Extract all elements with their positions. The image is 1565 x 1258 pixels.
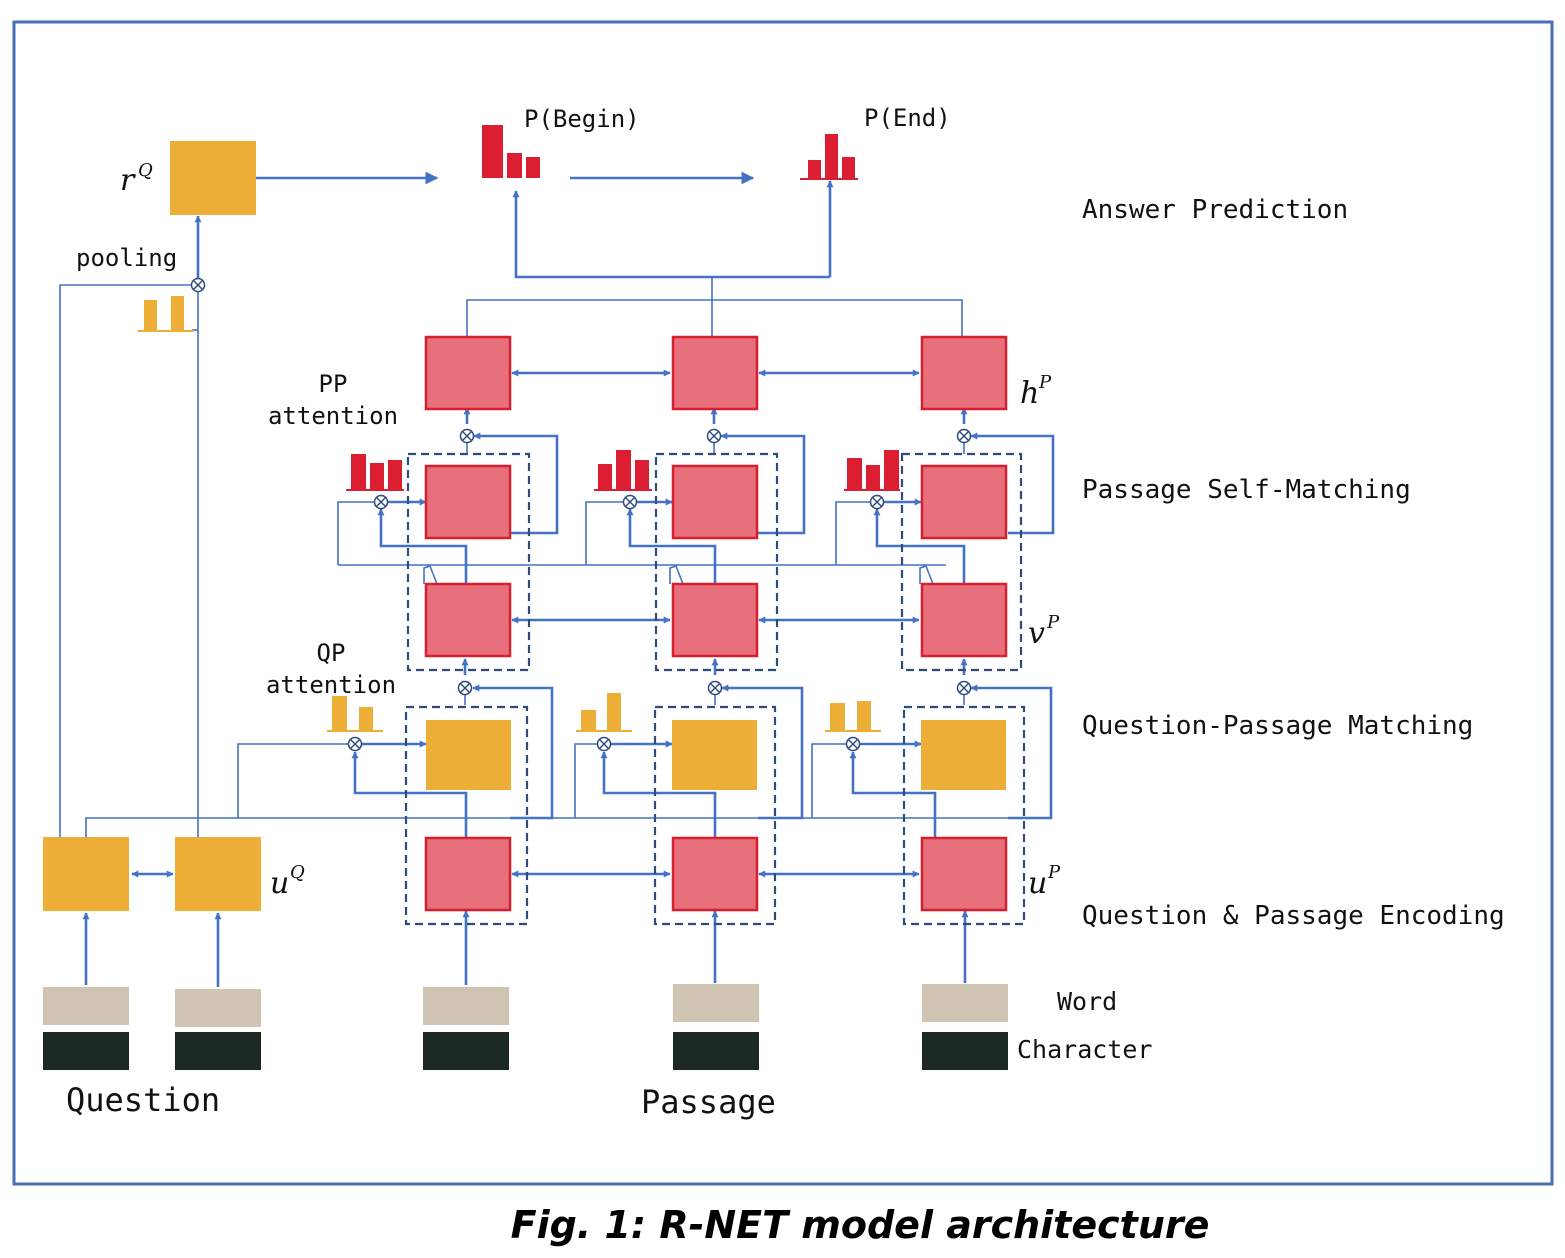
question-char-embedding-2 — [175, 1032, 261, 1070]
svg-text:r: r — [120, 163, 136, 198]
figure-caption: Fig. 1: R-NET model architecture — [511, 1203, 1210, 1247]
multiply-icon — [373, 494, 389, 510]
qp-attention-cell-3 — [921, 720, 1006, 790]
passage-char-embedding-1 — [423, 1032, 509, 1070]
pp-attention-label-line1: PP — [319, 370, 348, 398]
passage-word-embedding-3 — [922, 984, 1008, 1022]
passage-encoding-cell-2 — [671, 836, 759, 912]
qp-attention-bars-icon-1 — [327, 696, 383, 732]
word-embedding-label: Word — [1057, 987, 1117, 1016]
svg-text:P: P — [1046, 612, 1060, 633]
multiply-icon — [347, 736, 363, 752]
multiply-icon — [622, 494, 638, 510]
p-begin-label: P(Begin) — [524, 105, 640, 133]
pooling-attention-bars-icon — [138, 296, 194, 332]
uq-math-label: u Q — [270, 862, 305, 901]
multiply-icon — [459, 428, 475, 444]
attention-wiring — [59, 277, 1040, 838]
qp-attention-bars-icon-2 — [576, 693, 632, 732]
multiply-icon — [845, 736, 861, 752]
hp-math-label: h P — [1020, 372, 1052, 411]
svg-text:Q: Q — [290, 862, 305, 883]
p-end-label: P(End) — [864, 104, 951, 132]
qp-matching-cell-3 — [920, 582, 1008, 658]
p-end-distribution-icon — [800, 134, 858, 180]
question-encoding-cell-1 — [43, 837, 129, 911]
p-begin-distribution-icon — [482, 125, 540, 178]
qp-attention-label-line2: attention — [266, 671, 396, 699]
pp-attention-cell-2 — [671, 464, 759, 540]
vp-math-label: v P — [1028, 612, 1060, 651]
pp-attention-bars-icon-1 — [346, 454, 404, 491]
pooling-label: pooling — [76, 244, 177, 272]
question-encoding-cell-2 — [175, 837, 261, 911]
passage-word-embedding-1 — [423, 987, 509, 1025]
svg-text:h: h — [1020, 376, 1039, 411]
up-math-label: u P — [1028, 862, 1061, 901]
embedding-boxes — [43, 984, 1008, 1070]
question-pooling-cell-rq — [170, 141, 256, 215]
passage-encoding-cell-3 — [920, 836, 1008, 912]
rq-math-label: r Q — [120, 160, 153, 198]
svg-text:Q: Q — [138, 160, 153, 181]
multiply-icon — [190, 277, 206, 293]
flow-arrows — [82, 171, 1055, 987]
question-passage-encoding-label: Question & Passage Encoding — [1082, 901, 1505, 931]
self-matching-cell-2 — [671, 335, 759, 411]
pp-attention-bars-icon-3 — [844, 450, 900, 491]
pp-attention-cell-3 — [920, 464, 1008, 540]
passage-char-embedding-3 — [922, 1032, 1008, 1070]
multiply-icon — [707, 680, 723, 696]
qp-attention-cell-1 — [426, 720, 511, 790]
question-word-embedding-2 — [175, 989, 261, 1027]
question-passage-matching-label: Question-Passage Matching — [1082, 711, 1473, 741]
qp-attention-cell-2 — [672, 720, 757, 790]
svg-text:P: P — [1047, 862, 1061, 883]
pp-attention-bars-icon-2 — [594, 450, 652, 491]
svg-text:u: u — [1028, 866, 1047, 901]
passage-encoding-cells — [424, 836, 1008, 912]
question-passage-matching-cells — [424, 582, 1008, 658]
passage-word-embedding-2 — [673, 984, 759, 1022]
multiply-icon — [869, 494, 885, 510]
self-matching-cells — [424, 335, 1008, 411]
question-char-embedding-1 — [43, 1032, 129, 1070]
question-encoding-cells — [43, 141, 261, 911]
multiply-gate-icons — [190, 277, 972, 752]
qp-matching-cell-2 — [671, 582, 759, 658]
svg-text:P: P — [1038, 372, 1052, 393]
question-word-embedding-1 — [43, 987, 129, 1025]
qp-attention-cells — [426, 720, 1006, 790]
passage-encoding-cell-1 — [424, 836, 512, 912]
multiply-icon — [956, 680, 972, 696]
qp-attention-label-line1: QP — [317, 639, 346, 667]
qp-matching-cell-1 — [424, 582, 512, 658]
passage-self-matching-label: Passage Self-Matching — [1082, 475, 1411, 505]
multiply-icon — [457, 680, 473, 696]
passage-input-label: Passage — [641, 1083, 776, 1121]
self-matching-cell-3 — [920, 335, 1008, 411]
pp-attention-cell-1 — [424, 464, 512, 540]
pp-attention-cells — [424, 464, 1008, 540]
diagram-frame — [12, 20, 1554, 1186]
pp-attention-label-line2: attention — [268, 402, 398, 430]
self-matching-cell-1 — [424, 335, 512, 411]
svg-text:v: v — [1028, 616, 1045, 651]
question-input-label: Question — [66, 1081, 220, 1119]
multiply-icon — [706, 428, 722, 444]
multiply-icon — [596, 736, 612, 752]
svg-text:u: u — [270, 866, 289, 901]
character-embedding-label: Character — [1017, 1035, 1152, 1064]
passage-char-embedding-2 — [673, 1032, 759, 1070]
answer-prediction-label: Answer Prediction — [1082, 195, 1348, 225]
multiply-icon — [956, 428, 972, 444]
qp-attention-bars-icon-3 — [825, 701, 881, 732]
dashed-groups — [404, 452, 1026, 926]
